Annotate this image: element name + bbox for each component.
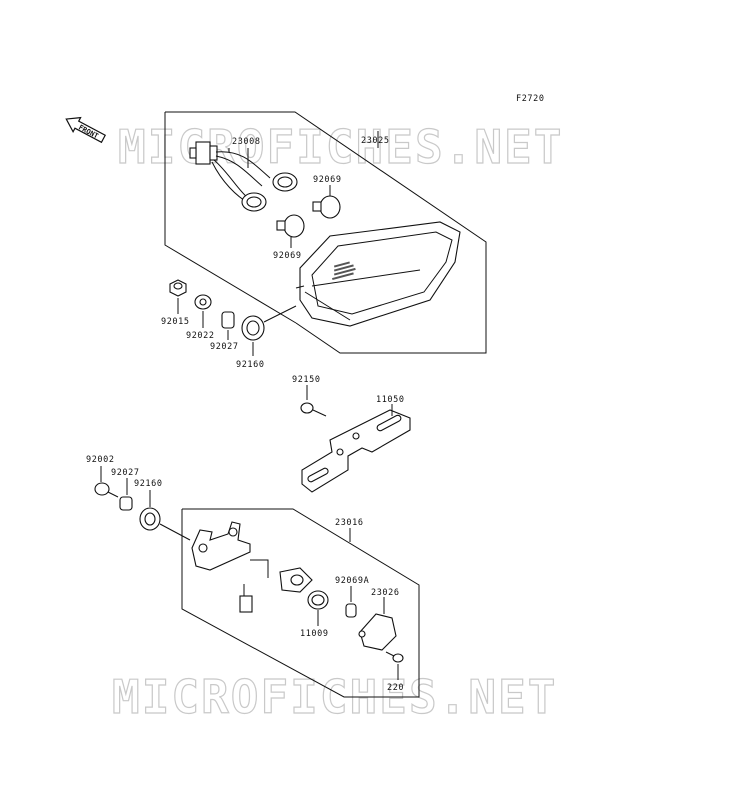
part-label-92150: 92150 bbox=[292, 375, 321, 385]
front-arrow-icon: FRONT bbox=[65, 116, 107, 144]
part-label-23016: 23016 bbox=[335, 518, 364, 528]
figure-code: F2720 bbox=[516, 94, 545, 104]
bulb-lower-92069 bbox=[276, 214, 305, 238]
screw-92002 bbox=[94, 482, 119, 498]
part-label-92069-upper: 92069 bbox=[313, 175, 342, 185]
part-label-92015: 92015 bbox=[161, 317, 190, 327]
watermark-bottom: MICROFICHES.NET bbox=[112, 670, 557, 724]
part-label-92002: 92002 bbox=[86, 455, 115, 465]
upper-assembly-frame bbox=[165, 111, 487, 354]
part-label-23026: 23026 bbox=[371, 588, 400, 598]
part-label-23008: 23008 bbox=[232, 137, 261, 147]
part-label-92069A: 92069A bbox=[335, 576, 369, 586]
screw-220 bbox=[385, 651, 404, 663]
grommet-92160 bbox=[241, 315, 265, 341]
part-label-92022: 92022 bbox=[186, 331, 215, 341]
part-label-92069-lower: 92069 bbox=[273, 251, 302, 261]
tail-lamp-housing-23025 bbox=[295, 221, 461, 327]
part-label-92160-upper: 92160 bbox=[236, 360, 265, 370]
washer-92022 bbox=[194, 294, 212, 310]
gasket-11009 bbox=[307, 590, 329, 610]
bracket-11050 bbox=[301, 409, 411, 493]
grommet-lower-92160 bbox=[139, 507, 161, 531]
part-label-11050: 11050 bbox=[376, 395, 405, 405]
collar-92027 bbox=[221, 311, 235, 329]
collar-lower-92027 bbox=[119, 496, 133, 511]
part-label-11009: 11009 bbox=[300, 629, 329, 639]
socket-wire bbox=[239, 559, 313, 613]
part-label-92027-lower: 92027 bbox=[111, 468, 140, 478]
bulb-upper-92069 bbox=[312, 195, 341, 219]
license-lamp-bracket-23016 bbox=[191, 521, 251, 571]
part-label-92027-upper: 92027 bbox=[210, 342, 239, 352]
nut-92015 bbox=[169, 279, 187, 297]
watermark-top: MICROFICHES.NET bbox=[118, 120, 563, 174]
lens-23026 bbox=[358, 613, 397, 651]
bulb-92069A bbox=[345, 603, 357, 618]
part-label-23025: 23025 bbox=[361, 136, 390, 146]
lower-assembly-frame bbox=[181, 508, 420, 698]
part-label-220: 220 bbox=[387, 683, 404, 693]
bolt-92150 bbox=[300, 402, 327, 417]
part-label-92160-lower: 92160 bbox=[134, 479, 163, 489]
wiring-harness-23008 bbox=[189, 141, 298, 212]
